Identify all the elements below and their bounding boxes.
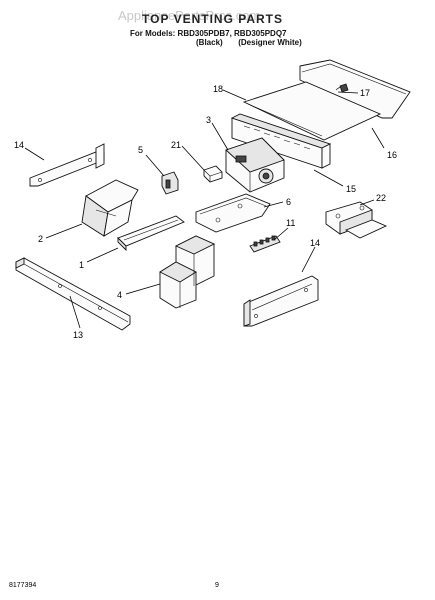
part-18-flat-plate [242, 81, 382, 141]
part-1-channel [117, 215, 185, 252]
part-2-air-guide [81, 179, 139, 237]
part-14-bracket-right [243, 275, 319, 327]
part-5-connector [161, 171, 179, 195]
part-22-mount-bracket [325, 201, 388, 239]
callout-18: 18 [213, 84, 223, 94]
part-15-duct-bracket [230, 113, 332, 169]
doc-number: 8177394 [9, 582, 36, 589]
callout-1: 1 [79, 260, 84, 270]
colors-line: (Black) (Designer White) [196, 38, 302, 47]
page-title: TOP VENTING PARTS [142, 12, 283, 26]
part-3-fan-motor [225, 137, 285, 193]
callout-14-left: 14 [14, 140, 24, 150]
callout-21: 21 [171, 140, 181, 150]
callout-17: 17 [360, 88, 370, 98]
part-13-bottom-rail [15, 257, 131, 331]
callout-16: 16 [387, 150, 397, 160]
watermark: AppliancePartsPros.com [118, 8, 260, 23]
part-16-vent-panel [299, 59, 411, 119]
callout-6: 6 [286, 197, 291, 207]
callout-4: 4 [117, 290, 122, 300]
callout-11: 11 [286, 218, 295, 228]
callout-5: 5 [138, 145, 143, 155]
part-11-terminal-strip [249, 235, 281, 253]
part-14-bracket-left [29, 143, 105, 187]
callout-14-right: 14 [310, 238, 320, 248]
callout-22: 22 [376, 193, 386, 203]
callout-2: 2 [38, 234, 43, 244]
part-21-switch-block [203, 165, 223, 183]
callout-13: 13 [73, 330, 83, 340]
callout-15: 15 [346, 184, 356, 194]
models-line: For Models: RBD305PDB7, RBD305PDQ7 [130, 29, 287, 38]
part-4-vent-housing [159, 235, 216, 309]
callout-3: 3 [206, 115, 211, 125]
leader-lines [24, 89, 385, 329]
page-number: 9 [215, 582, 219, 589]
part-6-heat-shield [195, 193, 271, 233]
